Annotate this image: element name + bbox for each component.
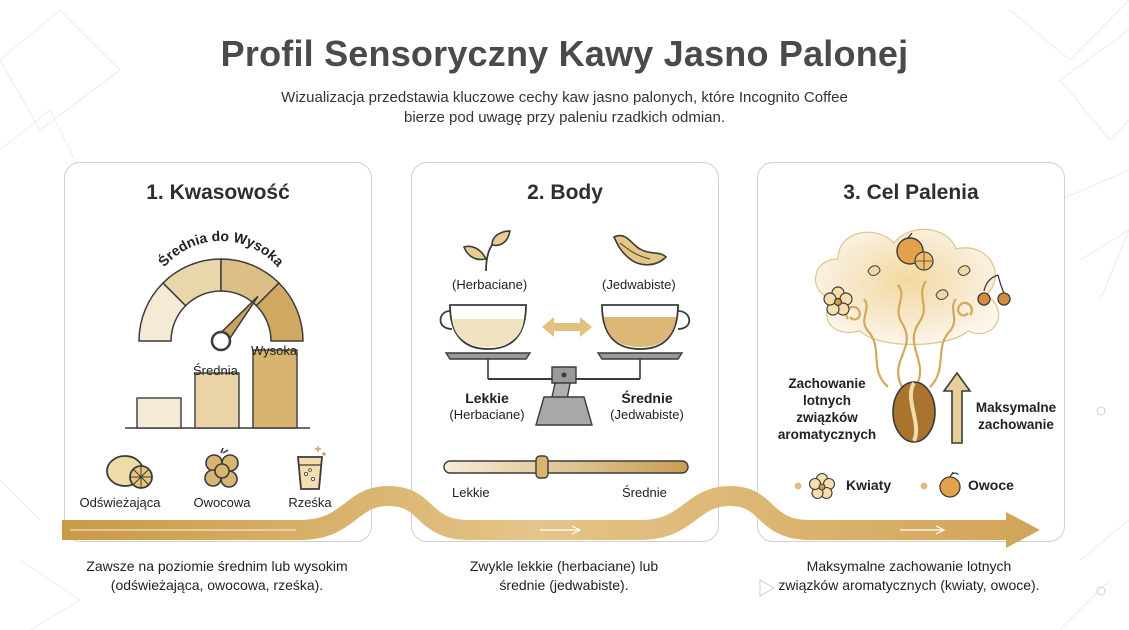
left-body-name: Lekkie [465,390,509,406]
caption-body-line-1: Zwykle lekkie (herbaciane) lub [469,558,659,574]
acidity-bar-1 [136,397,182,429]
caption-acidity: Zawsze na poziomie średnim lub wysokim (… [52,557,382,595]
double-arrow-icon [542,317,592,337]
scale-stand [535,396,593,426]
legend-orange-icon [939,471,961,498]
legend-fruit-marker [920,471,961,498]
right-body-name: Średnie [621,390,673,406]
acidity-bars [125,349,310,429]
trait-refreshing: Odświeżająca [79,495,161,510]
acidity-bar-2 [194,372,240,429]
slider-knob-handle [535,455,549,479]
gauge-needle [210,295,259,352]
steam-swirls [845,280,973,388]
caption-roast: Maksymalne zachowanie lotnych związków a… [744,557,1074,595]
sparkling-glass-icon [297,446,326,490]
silk-icon [612,234,668,266]
max-line-1: Maksymalne [975,400,1057,415]
caption-roast-line-2: związków aromatycznych (kwiaty, owoce). [778,577,1040,593]
legend-flower-icon [808,472,836,500]
subtitle-line-1: Wizualizacja przedstawia kluczowe cechy … [281,89,848,106]
journey-arrow-head [1006,512,1040,548]
cloud-shape [814,228,1000,346]
acidity-bar-3 [252,349,298,429]
acidity-gauge: Średnia do Wysoka [138,228,304,352]
panel-body-title: 2. Body [527,181,603,204]
trait-fruity: Owocowa [193,495,251,510]
light-coffee-cup [439,304,532,360]
balance-scale [439,304,691,426]
left-body-sub: (Herbaciane) [449,407,525,422]
subtitle-line-2: bierze pod uwagę przy paleniu rzadkich o… [403,109,726,126]
preservation-label: Zachowanie lotnych związków aromatycznyc… [762,375,892,443]
up-arrow-icon [942,371,972,444]
preservation-line-4: aromatycznych [777,427,877,442]
max-line-2: zachowanie [978,417,1054,432]
legend-flowers-label: Kwiaty [846,477,892,493]
orange-icon [896,232,934,271]
berries-icon [204,447,239,488]
panel-acidity: 1. Kwasowość Średnia do Wysoka Średnia W… [64,162,372,542]
legend-fruit-label: Owoce [968,477,1014,493]
panel-body: 2. Body (Herbaciane) (Jedwabiste) [411,162,719,542]
slider-knob [535,455,549,479]
flower-icon [823,286,853,316]
slider-right-label: Średnie [622,485,667,500]
right-body-sub: (Jedwabiste) [610,407,684,422]
right-cup-tag: (Jedwabiste) [602,277,676,292]
tea-leaf-icon [462,230,511,272]
caption-acidity-line-1: Zawsze na poziomie średnim lub wysokim [86,558,348,574]
left-cup-tag: (Herbaciane) [452,277,528,292]
legend-flowers-marker [794,472,836,500]
bar-label-medium: Średnia [193,363,238,378]
aroma-cloud [814,228,1011,388]
lemon-icon [106,455,153,489]
caption-roast-line-1: Maksymalne zachowanie lotnych [806,558,1012,574]
caption-body-line-2: średnie (jedwabiste). [499,577,629,593]
bar-label-high: Wysoka [251,343,298,358]
preservation-line-3: związków [796,410,858,425]
page-subtitle: Wizualizacja przedstawia kluczowe cechy … [220,88,909,128]
caption-body: Zwykle lekkie (herbaciane) lub średnie (… [414,557,714,595]
body-slider [443,455,689,479]
gauge-segments [138,258,304,342]
panel-roast-title: 3. Cel Palenia [843,181,979,204]
medium-coffee-cup [596,304,691,360]
preservation-line-1: Zachowanie [788,376,866,391]
gauge-hub [210,330,232,352]
slider-track [443,460,689,474]
panel-roast-goal: 3. Cel Palenia [757,162,1065,542]
small-leaves [867,265,971,300]
gauge-segment-4 [255,281,304,342]
page-title: Profil Sensoryczny Kawy Jasno Palonej [220,33,909,74]
max-preservation-label: Maksymalne zachowanie [964,399,1068,433]
preservation-line-2: lotnych [802,393,851,408]
caption-acidity-line-2: (odświeżająca, owocowa, rześka). [110,577,324,593]
slider-left-label: Lekkie [452,485,490,500]
coffee-bean-icon [892,381,936,443]
trait-crisp: Rześka [288,495,332,510]
cherries-icon [977,274,1011,306]
panel-acidity-title: 1. Kwasowość [146,181,290,204]
